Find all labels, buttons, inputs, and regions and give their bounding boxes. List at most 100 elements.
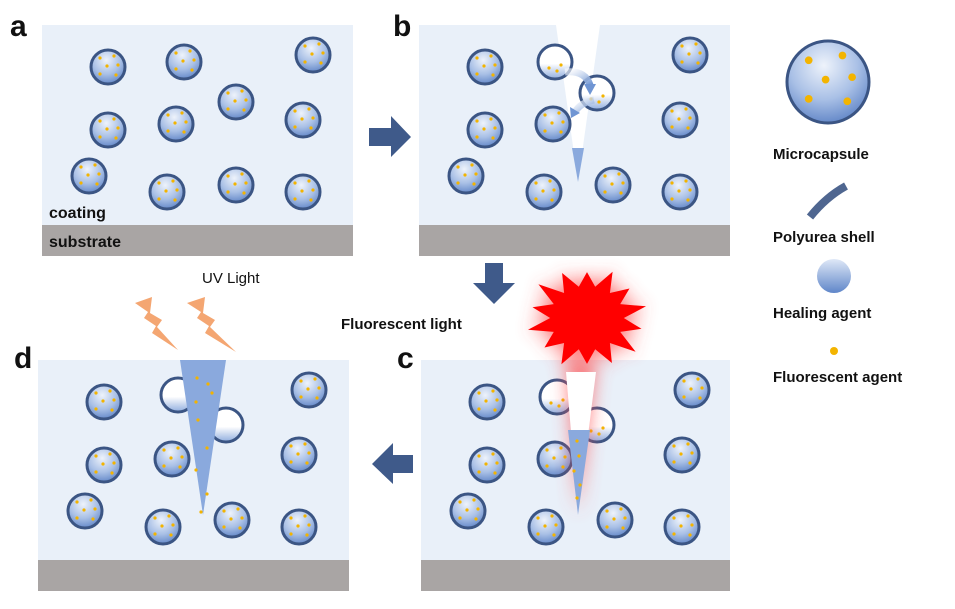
fluorescent-agent-dot [321, 51, 325, 55]
fluorescent-agent-dot [686, 126, 690, 130]
fluorescent-agent-dot [672, 532, 676, 536]
fluorescent-agent-dot [550, 121, 554, 125]
fluorescent-agent-dot [672, 516, 676, 520]
fluorescent-agent-dot [94, 454, 98, 458]
fluorescent-agent-dot [536, 532, 540, 536]
legend-polyurea-shell-icon [806, 182, 848, 220]
fluorescent-agent-dot [229, 517, 233, 521]
fluorescent-agent-dot [192, 58, 196, 62]
microcapsule [294, 36, 332, 74]
microcapsule [661, 173, 699, 211]
substrate-layer [42, 225, 353, 256]
fluorescent-agent-dot [112, 461, 116, 465]
microcapsule [70, 157, 108, 195]
substrate-label: substrate [49, 234, 122, 251]
fluorescent-agent-dot [603, 174, 607, 178]
fluorescent-agent-dot [222, 525, 226, 529]
fluorescent-agent-dot [226, 91, 230, 95]
fluorescent-agent-dot [561, 465, 565, 469]
fluorescent-agent-dot [307, 451, 311, 455]
microcapsule [527, 508, 565, 546]
microcapsule [663, 508, 701, 546]
fluorescent-agent-dot [162, 464, 166, 468]
fluorescent-agent-dot [543, 129, 547, 133]
microcapsule [213, 501, 251, 539]
fluorescent-agent-dot [101, 462, 105, 466]
fluorescent-agent-dot [181, 59, 185, 63]
fluorescent-agent-dot [677, 117, 681, 121]
legend-fluorescent-agent-icon [830, 347, 838, 355]
fluorescent-agent-dot [299, 395, 303, 399]
fluorescent-agent-dot [97, 172, 101, 176]
fluorescent-agent-dot [534, 197, 538, 201]
microcapsule [280, 436, 318, 474]
fluorescent-agent-dot [690, 523, 694, 527]
microcapsules-group [447, 36, 709, 211]
panel-letter-c: c [397, 342, 414, 375]
fluorescent-agent-dot [491, 136, 495, 140]
fluorescent-agent-dot [317, 42, 321, 46]
fluorescent-agent-dot [545, 464, 549, 468]
microcapsule [671, 36, 709, 74]
fluorescent-agent-dot [688, 461, 692, 465]
microcapsule [144, 508, 182, 546]
fluorescent-agent-dot [682, 379, 686, 383]
microcapsule [536, 440, 574, 478]
fluorescent-agent-dot [173, 121, 177, 125]
fluorescent-agent-dot [474, 517, 478, 521]
fluorescent-agent-dot [686, 514, 690, 518]
fluorescent-agent-dot [307, 107, 311, 111]
fluorescent-agent-dot [166, 129, 170, 133]
substrate-layer [38, 560, 349, 591]
fluorescent-agent-dot [240, 172, 244, 176]
fluorescent-agent-dot [477, 470, 481, 474]
fluorescent-agent-dot [557, 111, 561, 115]
fluorescent-agent-dot [112, 398, 116, 402]
fluorescent-agent-dot [477, 391, 481, 395]
microcapsule [596, 501, 634, 539]
microcapsule [157, 105, 195, 143]
fluorescent-agent-dot [98, 72, 102, 76]
fluorescent-agent-dot [79, 181, 83, 185]
fluorescent-agent-dot [319, 61, 323, 65]
fluorescent-agent-dot [315, 396, 319, 400]
fluorescent-agent-dot [166, 113, 170, 117]
fluorescent-agent-dot [559, 446, 563, 450]
microcapsules-group [70, 36, 332, 211]
fluorescent-agent-dot [173, 198, 177, 202]
fluorescent-agent-dot [491, 73, 495, 77]
fluorescent-agent-dot [470, 163, 474, 167]
microcapsule [284, 101, 322, 139]
microcapsule [89, 111, 127, 149]
lightning-icon [135, 297, 178, 350]
microcapsule [534, 105, 572, 143]
fluorescent-agent-dot [679, 524, 683, 528]
fluorescent-agent-dot [672, 444, 676, 448]
fluorescent-agent-dot [112, 117, 116, 121]
fluorescent-agent-dot [475, 119, 479, 123]
fluorescent-agent-dot [688, 116, 692, 120]
fluorescent-agent-dot [458, 516, 462, 520]
fluorescent-agent-dot [682, 395, 686, 399]
fluorescent-agent-dot [169, 456, 173, 460]
healing-agent-in-crack [180, 360, 226, 515]
fluorescent-agent-dot [91, 517, 95, 521]
microcapsule [594, 166, 632, 204]
healing-agent-in-crack [568, 430, 590, 515]
fluorescent-agent-dot [240, 89, 244, 93]
fluorescent-agent-dot [190, 68, 194, 72]
fluorescent-agent-dot [476, 507, 480, 511]
fluorescent-agent-dot [686, 198, 690, 202]
fluorescent-agent-dot [456, 181, 460, 185]
fluorescent-agent-dot [95, 182, 99, 186]
microcapsule [468, 383, 506, 421]
fluorescent-agent-dot [242, 108, 246, 112]
healing-agent-in-crack [572, 148, 584, 182]
fluorescent-agent-dot [475, 135, 479, 139]
fluorescent-agent-dot [167, 514, 171, 518]
fluorescent-agent-dot [98, 56, 102, 60]
fluorescent-agent-dot [684, 179, 688, 183]
fluorescent-agent-dot [610, 182, 614, 186]
legend-healing-agent-icon [817, 259, 851, 293]
